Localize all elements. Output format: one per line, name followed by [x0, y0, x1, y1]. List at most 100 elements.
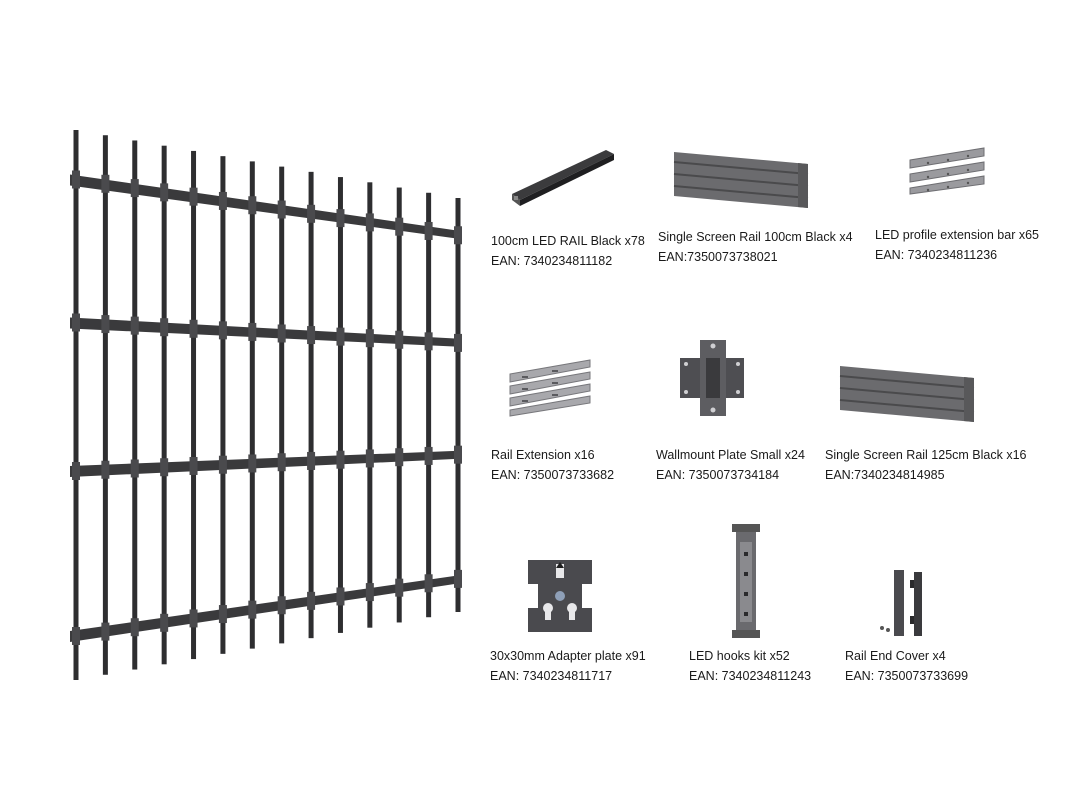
frame-vertical-rail	[426, 192, 432, 618]
frame-vertical-rail	[102, 135, 108, 675]
frame-bracket	[277, 453, 286, 472]
item-caption: 30x30mm Adapter plate x91 EAN: 734023481…	[490, 646, 646, 686]
item-name: Rail End Cover x4	[845, 649, 946, 663]
frame-bracket	[365, 449, 374, 468]
item-ean: EAN: 7340234811182	[491, 254, 613, 268]
item-name: Wallmount Plate Small x24	[656, 448, 805, 462]
item-ean: EAN: 7340234811717	[490, 669, 613, 683]
frame-bracket	[307, 326, 316, 345]
frame-vertical-rail	[220, 156, 226, 654]
frame-bracket	[218, 191, 227, 210]
led-profile-extension-bar-image	[909, 147, 985, 195]
frame-vertical-rail	[132, 140, 138, 670]
frame-bracket	[395, 217, 404, 236]
frame-bracket	[130, 618, 139, 637]
item-name: Single Screen Rail 100cm Black x4	[658, 230, 853, 244]
frame-bracket	[336, 450, 345, 469]
wallmount-plate-small-image	[680, 340, 744, 416]
item-name: 100cm LED RAIL Black x78	[491, 234, 645, 248]
frame-bracket	[160, 318, 169, 337]
item-caption: Rail End Cover x4 EAN: 7350073733699	[845, 646, 968, 686]
frame-bracket	[424, 221, 433, 240]
frame-vertical-rail	[396, 187, 402, 623]
frame-bracket	[189, 319, 198, 338]
frame-bracket	[218, 455, 227, 474]
frame-bracket	[72, 313, 80, 332]
frame-bracket	[365, 213, 374, 232]
rail-extension-image	[509, 359, 591, 417]
single-screen-rail-125-image	[839, 366, 975, 422]
led-hooks-kit-image	[732, 524, 760, 638]
item-ean: EAN: 7340234811236	[875, 248, 998, 262]
item-ean: EAN:7350073738021	[658, 250, 778, 264]
item-name: LED profile extension bar x65	[875, 228, 1039, 242]
frame-bracket	[248, 600, 257, 619]
frame-bracket	[248, 322, 257, 341]
frame-bracket	[160, 613, 169, 632]
item-caption: LED profile extension bar x65 EAN: 73402…	[875, 225, 1039, 265]
frame-bracket	[277, 324, 286, 343]
frame-bracket	[189, 456, 198, 475]
frame-vertical-rail	[249, 161, 255, 649]
frame-vertical-rail	[161, 145, 167, 665]
frame-bracket	[365, 329, 374, 348]
frame-vertical-rail	[367, 182, 373, 628]
frame-bracket	[424, 332, 433, 351]
frame-bracket	[130, 316, 139, 335]
single-screen-rail-100-image	[673, 152, 809, 208]
frame-bracket	[218, 605, 227, 624]
frame-bracket	[395, 448, 404, 467]
frame-bracket	[336, 327, 345, 346]
item-ean: EAN: 7350073733699	[845, 669, 969, 683]
rail-end-cover-image	[880, 570, 922, 636]
frame-bracket	[189, 609, 198, 628]
frame-bracket	[424, 574, 433, 593]
frame-bracket	[101, 460, 110, 479]
frame-bracket	[130, 459, 139, 478]
frame-vertical-rail	[337, 177, 343, 633]
frame-bracket	[189, 187, 198, 206]
frame-bracket	[454, 445, 462, 464]
item-ean: EAN:7340234814985	[825, 468, 945, 482]
frame-bracket	[424, 446, 433, 465]
item-ean: EAN: 7350073734184	[656, 468, 780, 482]
item-caption: 100cm LED RAIL Black x78 EAN: 7340234811…	[491, 231, 645, 271]
frame-vertical-rail	[455, 198, 461, 612]
frame-bracket	[130, 179, 139, 198]
frame-bracket	[277, 200, 286, 219]
frame-bracket	[454, 569, 462, 588]
frame-vertical-rail	[73, 130, 79, 680]
frame-bracket	[72, 462, 80, 480]
frame-bracket	[72, 170, 80, 189]
frame-bracket	[101, 622, 110, 641]
item-name: LED hooks kit x52	[689, 649, 790, 663]
item-caption: Single Screen Rail 100cm Black x4 EAN:73…	[658, 227, 853, 267]
frame-vertical-rail	[279, 166, 285, 644]
frame-bracket	[307, 204, 316, 223]
item-caption: LED hooks kit x52 EAN: 7340234811243	[689, 646, 811, 686]
frame-bracket	[336, 209, 345, 228]
item-caption: Wallmount Plate Small x24 EAN: 735007373…	[656, 445, 805, 485]
item-name: Single Screen Rail 125cm Black x16	[825, 448, 1027, 462]
item-caption: Single Screen Rail 125cm Black x16 EAN:7…	[825, 445, 1027, 485]
frame-bracket	[101, 174, 110, 193]
frame-bracket	[365, 583, 374, 602]
item-caption: Rail Extension x16 EAN: 7350073733682	[491, 445, 614, 485]
frame-bracket	[454, 333, 462, 352]
item-ean: EAN: 7340234811243	[689, 669, 812, 683]
frame-bracket	[277, 596, 286, 615]
adapter-plate-image	[528, 560, 592, 632]
frame-bracket	[395, 330, 404, 349]
frame-bracket	[160, 458, 169, 477]
frame-bracket	[336, 587, 345, 606]
frame-bracket	[454, 226, 462, 245]
frame-bracket	[72, 627, 80, 645]
frame-bracket	[160, 183, 169, 202]
frame-vertical-rail	[308, 171, 314, 639]
frame-bracket	[307, 591, 316, 610]
frame-bracket	[307, 451, 316, 470]
item-ean: EAN: 7350073733682	[491, 468, 615, 482]
frame-vertical-rail	[191, 150, 197, 660]
led-rail-image	[512, 150, 614, 206]
